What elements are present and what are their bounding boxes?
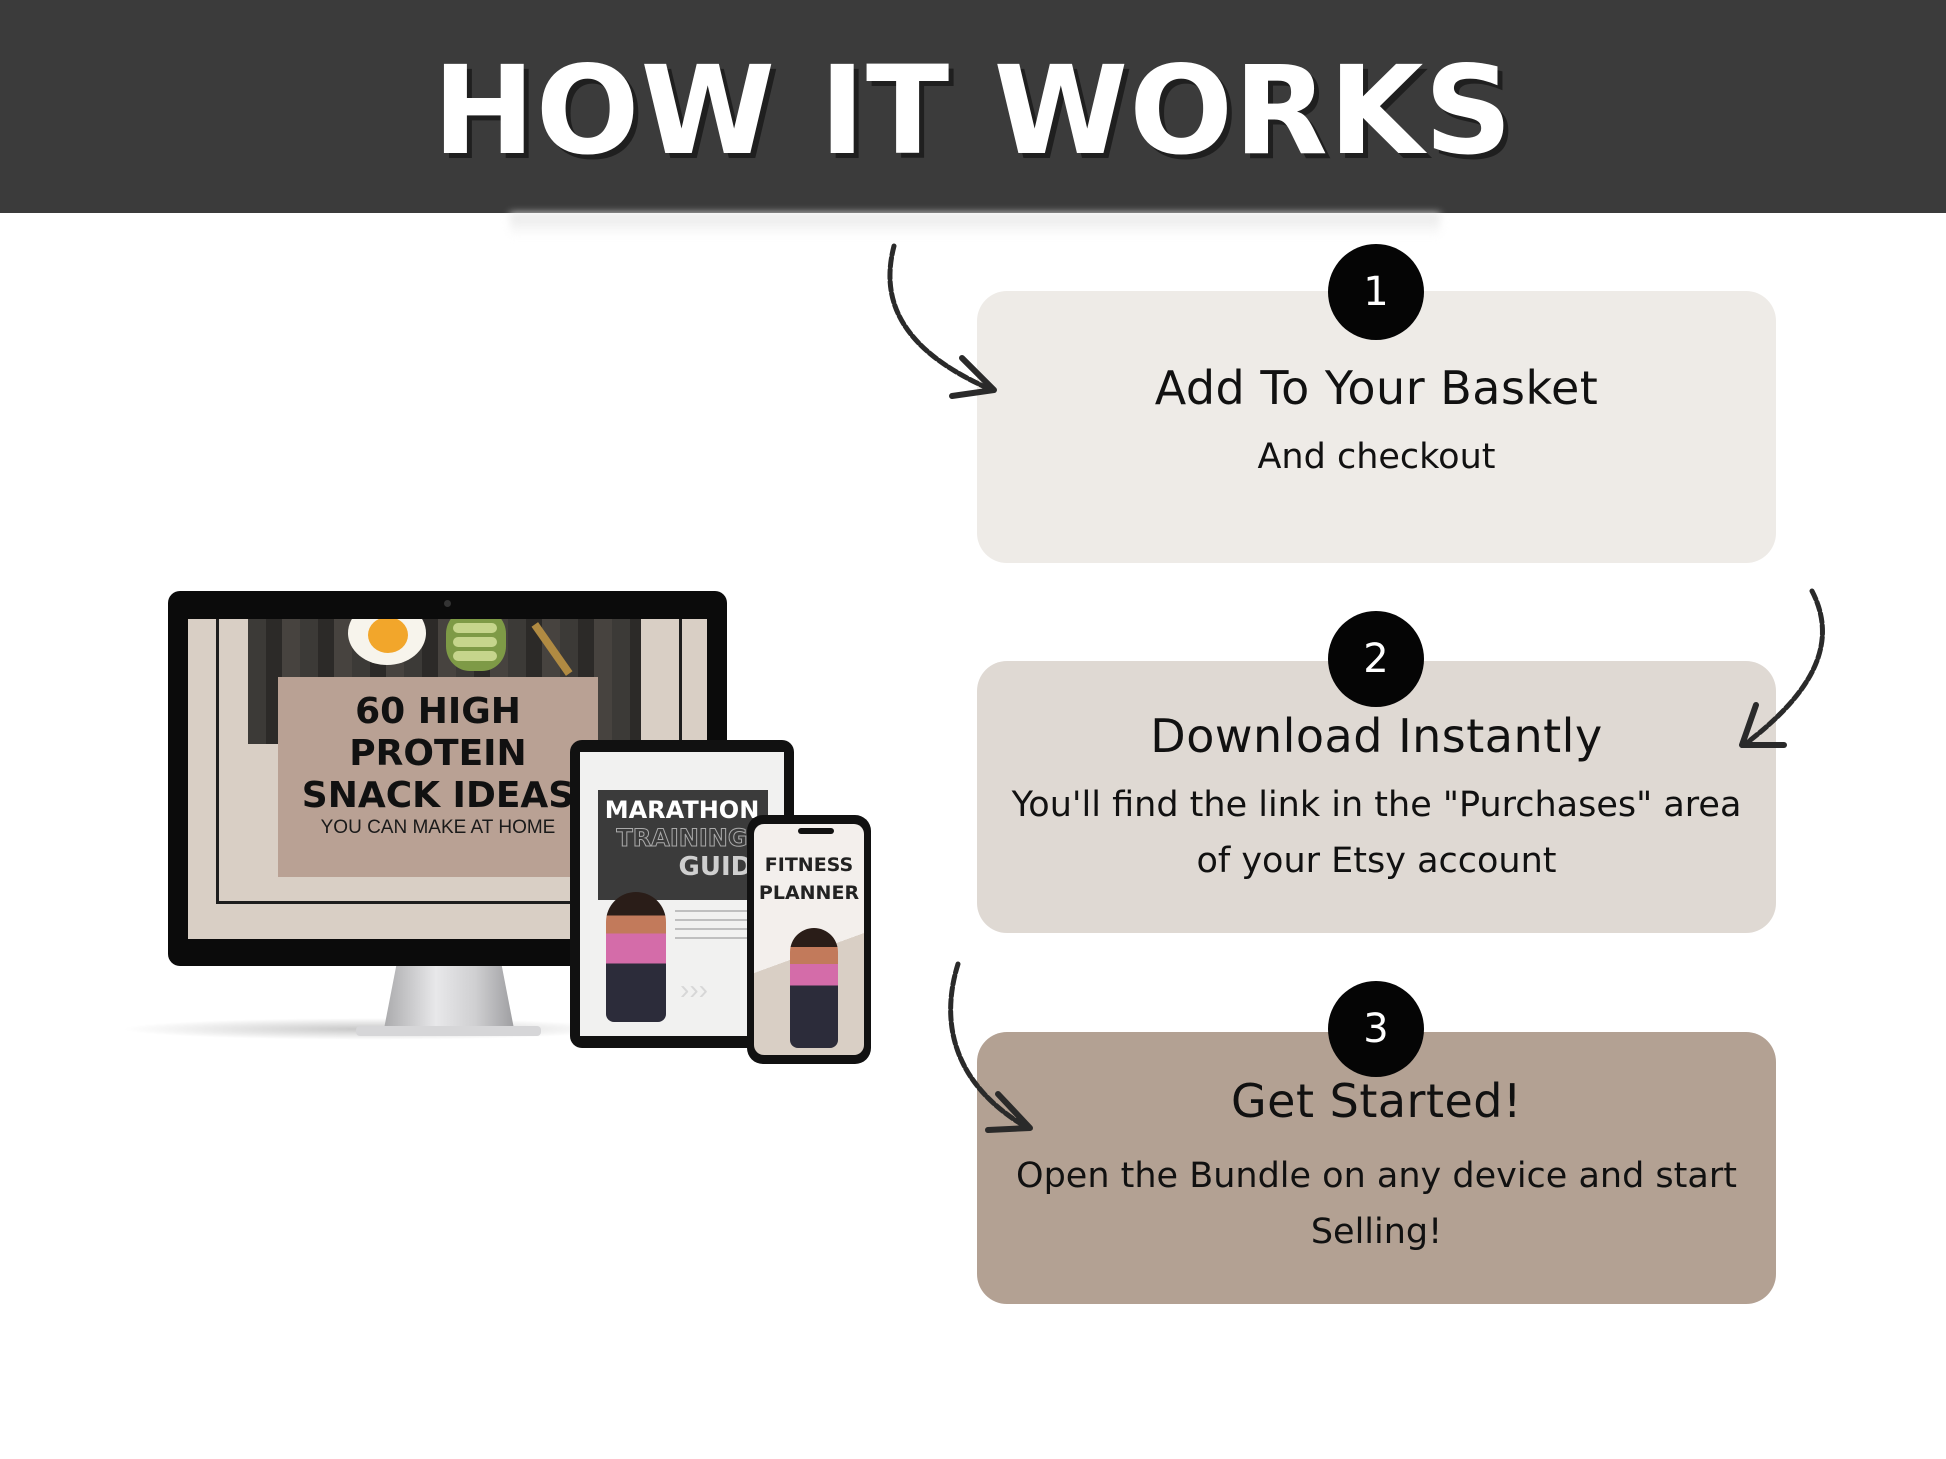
fork-image — [531, 622, 573, 676]
step-description: And checkout — [1257, 437, 1496, 477]
phone-notch — [798, 828, 834, 834]
header-shadow — [510, 213, 1440, 237]
cover-title-panel: 60 HIGH PROTEIN SNACK IDEAS YOU CAN MAKE… — [278, 677, 598, 877]
phone-mockup: FITNESS PLANNER — [747, 815, 871, 1064]
curved-arrow-icon — [1739, 588, 1825, 748]
step-title: Add To Your Basket — [1154, 361, 1599, 415]
header-banner: HOW IT WORKS — [0, 0, 1946, 213]
tablet-title-line2: TRAINING — [616, 824, 748, 853]
step-card-3: Get Started! Open the Bundle on any devi… — [977, 1032, 1776, 1304]
egg-yolk-image — [368, 619, 408, 653]
step-description: You'll find the link in the "Purchases" … — [1011, 785, 1742, 881]
step-number-badge: 3 — [1328, 981, 1424, 1077]
tablet-cover-header — [598, 790, 768, 900]
avocado-slices-image — [453, 623, 497, 633]
page-title: HOW IT WORKS — [432, 40, 1514, 182]
curved-arrow-icon — [948, 961, 1033, 1133]
phone-title-line1: FITNESS — [764, 854, 854, 876]
runner-illustration — [790, 928, 838, 1048]
tablet-title-line1: MARATHON — [604, 796, 760, 824]
curved-arrow-icon — [887, 243, 997, 399]
phone-title-line2: PLANNER — [758, 882, 860, 904]
step-number-badge: 2 — [1328, 611, 1424, 707]
step-number-badge: 1 — [1328, 244, 1424, 340]
runner-illustration — [606, 892, 666, 1022]
monitor-screen: 60 HIGH PROTEIN SNACK IDEAS YOU CAN MAKE… — [188, 619, 707, 939]
step-description: Open the Bundle on any device and start … — [1016, 1156, 1737, 1252]
monitor-stand — [383, 966, 515, 1034]
chevrons-icon: ››› — [680, 974, 708, 1005]
cover-subtitle: YOU CAN MAKE AT HOME — [320, 817, 556, 838]
phone-screen: FITNESS PLANNER — [754, 824, 864, 1055]
camera-dot — [444, 600, 451, 607]
monitor-base — [356, 1026, 541, 1036]
step-title: Get Started! — [1231, 1074, 1522, 1128]
cover-title: 60 HIGH PROTEIN SNACK IDEAS — [301, 691, 575, 816]
step-title: Download Instantly — [1150, 709, 1603, 763]
